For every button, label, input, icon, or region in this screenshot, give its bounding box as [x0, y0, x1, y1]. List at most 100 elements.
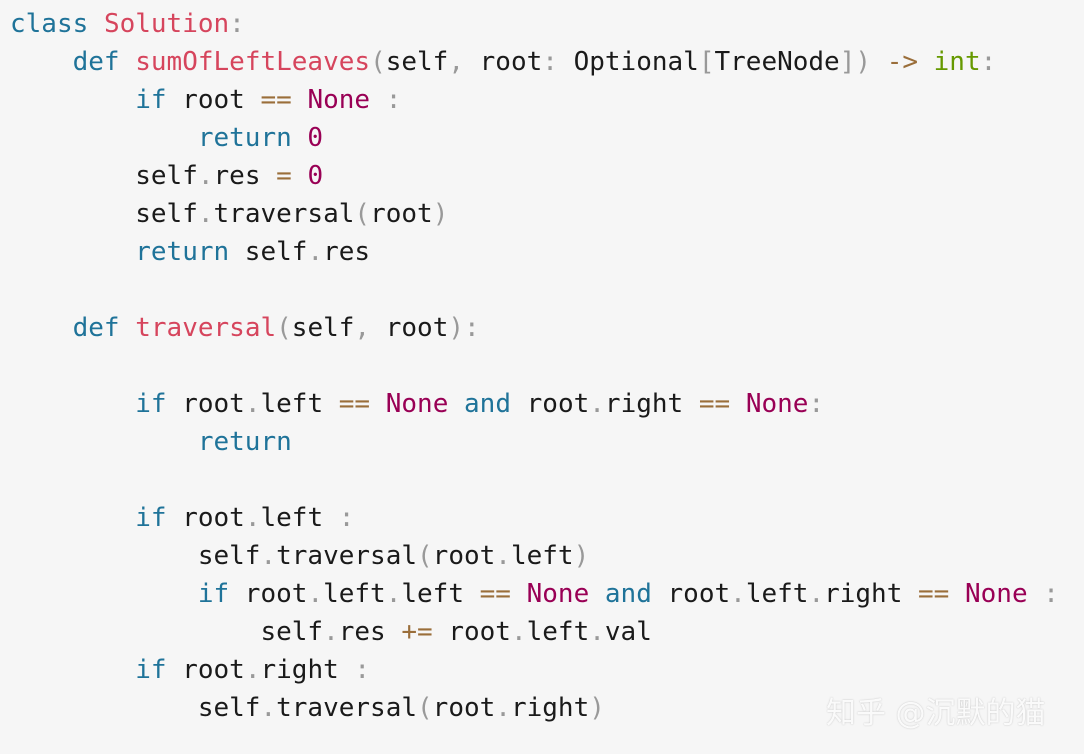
indent: [10, 123, 198, 153]
code-token: left: [526, 617, 590, 647]
code-token: root: [432, 693, 496, 723]
code-token: if: [135, 389, 167, 419]
code-token: left: [510, 541, 574, 571]
code-token: ]): [839, 47, 872, 77]
code-token: .: [197, 199, 214, 229]
code-token: root: [166, 503, 245, 533]
code-token: root: [651, 579, 731, 609]
code-token: res: [338, 617, 402, 647]
code-token: =: [276, 161, 292, 191]
code-token: class: [10, 9, 89, 39]
code-token: [448, 389, 464, 419]
code-token: .: [244, 503, 261, 533]
code-token: (: [370, 47, 386, 77]
code-token: root: [229, 579, 308, 609]
code-token: ,: [448, 47, 464, 77]
indent: [10, 579, 198, 609]
code-token: .: [808, 579, 825, 609]
code-line: self.traversal(root): [10, 195, 448, 233]
code-token: left: [401, 579, 480, 609]
code-token: self: [229, 237, 308, 267]
code-token: [370, 85, 386, 115]
code-token: ): [432, 199, 449, 229]
code-token: self: [197, 541, 261, 571]
code-token: .: [495, 541, 511, 571]
code-line: if root.left.left == None and root.left.…: [10, 575, 1059, 613]
code-token: traversal: [135, 313, 277, 343]
code-line: self.res += root.left.val: [10, 613, 651, 651]
code-line: self.traversal(root.left): [10, 537, 589, 575]
code-token: left: [260, 503, 339, 533]
code-token: :: [1043, 579, 1059, 609]
code-token: .: [385, 579, 402, 609]
code-token: [370, 389, 386, 419]
code-token: [511, 579, 527, 609]
code-token: root: [432, 541, 496, 571]
code-token: right: [510, 693, 590, 723]
code-token: .: [730, 579, 746, 609]
code-token: :: [354, 655, 371, 685]
code-token: :: [980, 47, 997, 77]
code-token: def: [72, 313, 120, 343]
indent: [10, 693, 198, 723]
code-token: if: [135, 85, 167, 115]
code-token: right: [604, 389, 699, 419]
code-token: left: [745, 579, 809, 609]
code-token: [730, 389, 746, 419]
indent: [10, 47, 73, 77]
code-token: None: [526, 579, 590, 609]
code-token: return: [135, 237, 230, 267]
code-token: :: [338, 503, 355, 533]
code-token: and: [464, 389, 511, 419]
code-token: 0: [307, 161, 324, 191]
code-token: if: [135, 503, 167, 533]
code-token: (: [417, 693, 433, 723]
code-token: +=: [401, 617, 433, 647]
indent: [10, 427, 198, 457]
code-token: return: [197, 123, 292, 153]
code-line: return 0: [10, 119, 323, 157]
indent: [10, 655, 135, 685]
watermark: 知乎 @沉默的猫: [826, 696, 1046, 731]
code-token: if: [135, 655, 167, 685]
code-token: [88, 9, 104, 39]
code-token: Optional: [557, 47, 699, 77]
code-token: .: [260, 693, 277, 723]
code-token: .: [244, 655, 261, 685]
code-token: root: [510, 389, 590, 419]
code-token: res: [323, 237, 371, 267]
code-token: right: [260, 655, 355, 685]
code-token: :: [542, 47, 558, 77]
code-line: class Solution:: [10, 5, 245, 43]
code-token: .: [307, 237, 324, 267]
code-token: right: [824, 579, 919, 609]
code-token: .: [244, 389, 261, 419]
code-token: ): [589, 693, 605, 723]
code-token: ==: [260, 85, 292, 115]
code-token: root: [166, 655, 245, 685]
code-token: None: [745, 389, 809, 419]
code-token: [: [698, 47, 715, 77]
code-token: traversal: [213, 199, 355, 229]
code-line: if root == None :: [10, 81, 401, 119]
indent: [10, 85, 135, 115]
code-token: ==: [479, 579, 511, 609]
code-token: traversal: [276, 541, 418, 571]
code-token: def: [72, 47, 120, 77]
code-token: .: [589, 617, 605, 647]
code-token: return: [197, 427, 292, 457]
code-token: self: [291, 313, 355, 343]
code-token: Solution: [103, 9, 230, 39]
code-token: self: [135, 161, 198, 191]
code-token: ):: [448, 313, 480, 343]
code-token: root: [166, 389, 245, 419]
code-token: :: [808, 389, 825, 419]
code-token: [1028, 579, 1044, 609]
code-token: self: [135, 199, 198, 229]
indent: [10, 541, 198, 571]
code-token: [949, 579, 965, 609]
code-token: :: [385, 85, 402, 115]
indent: [10, 389, 135, 419]
code-line: return self.res: [10, 233, 370, 271]
code-token: [120, 47, 136, 77]
